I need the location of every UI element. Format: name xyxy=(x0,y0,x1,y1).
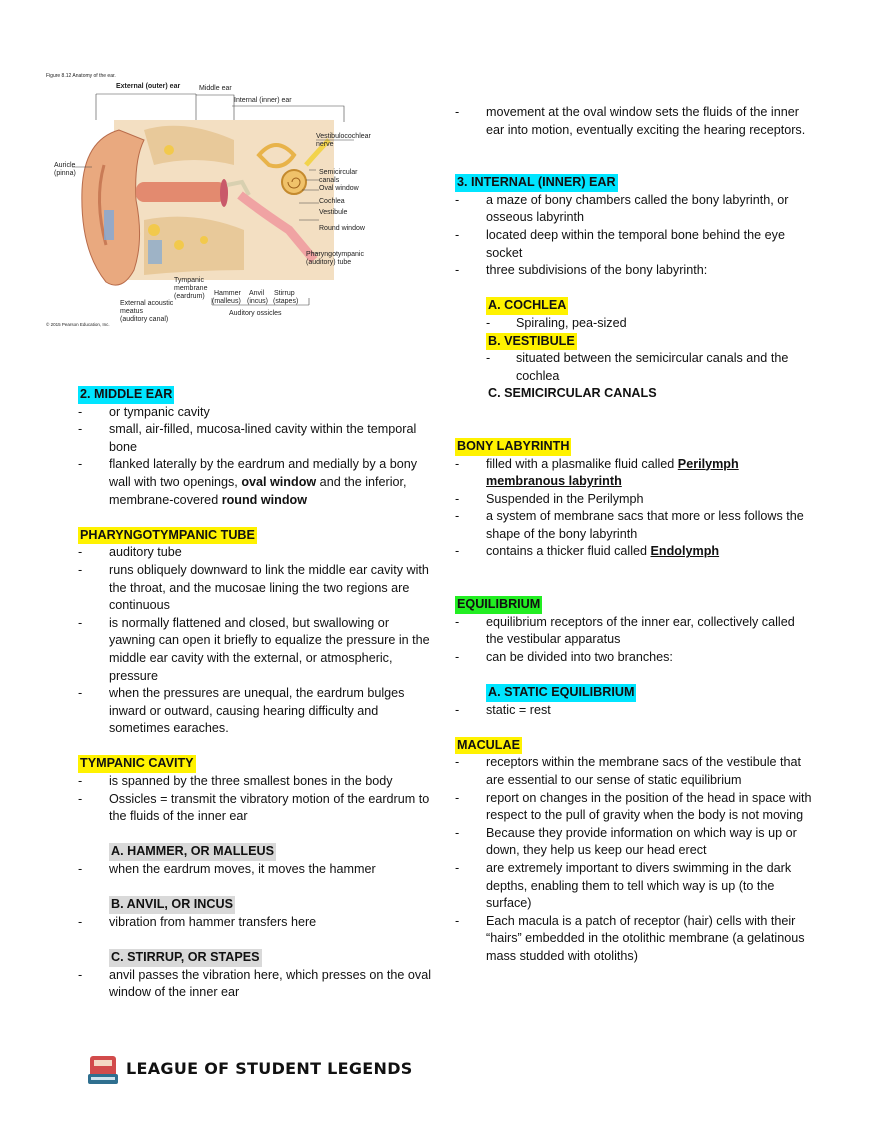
league-logo: LEAGUE OF STUDENT LEGENDS xyxy=(86,1050,412,1088)
text: flanked laterally by the eardrum and med… xyxy=(109,457,418,489)
list-item: are extremely important to divers swimmi… xyxy=(455,860,815,913)
heading-hammer: A. HAMMER, OR MALLEUS xyxy=(109,843,277,862)
heading-pharyngotympanic: PHARYNGOTYMPANIC TUBE xyxy=(78,526,257,545)
section-equilibrium: EQUILIBRIUM equilibrium receptors of the… xyxy=(455,596,815,719)
heading-tympanic-cavity: TYMPANIC CAVITY xyxy=(78,755,196,774)
list-item: a system of membrane sacs that more or l… xyxy=(455,508,815,543)
list-item: small, air-filled, mucosa-lined cavity w… xyxy=(78,421,438,456)
label-internal-ear: Internal (inner) ear xyxy=(234,97,292,104)
section-middle-ear: 2. MIDDLE EAR or tympanic cavity small, … xyxy=(78,386,438,509)
heading-stirrup: C. STIRRUP, OR STAPES xyxy=(109,949,262,967)
heading-semicircular: C. SEMICIRCULAR CANALS xyxy=(488,386,657,401)
section-pharyngotympanic: PHARYNGOTYMPANIC TUBE auditory tube runs… xyxy=(78,526,438,738)
list-item: is spanned by the three smallest bones i… xyxy=(78,773,438,791)
list-item: runs obliquely downward to link the midd… xyxy=(78,562,438,615)
list-item: anvil passes the vibration here, which p… xyxy=(78,967,438,1002)
label-hammer: Hammer(malleus) xyxy=(212,290,242,305)
ear-anatomy-figure: Figure 8.12 Anatomy of the ear. External… xyxy=(46,73,372,327)
right-column: movement at the oval window sets the flu… xyxy=(455,104,815,966)
label-middle-ear: Middle ear xyxy=(199,85,232,92)
heading-middle-ear: 2. MIDDLE EAR xyxy=(78,386,175,404)
list-item: Ossicles = transmit the vibratory motion… xyxy=(78,791,438,826)
bold-perilymph: Perilymph xyxy=(677,456,739,471)
list-item: when the eardrum moves, it moves the ham… xyxy=(78,861,438,879)
section-maculae: MACULAE receptors within the membrane sa… xyxy=(455,736,815,966)
list-item: receptors within the membrane sacs of th… xyxy=(455,754,815,789)
list-item: equilibrium receptors of the inner ear, … xyxy=(455,614,815,649)
list-item: is normally flattened and closed, but sw… xyxy=(78,615,438,685)
heading-equilibrium: EQUILIBRIUM xyxy=(455,596,543,614)
text: contains a thicker fluid called xyxy=(486,544,651,559)
left-column: 2. MIDDLE EAR or tympanic cavity small, … xyxy=(78,386,438,1002)
list-item: auditory tube xyxy=(78,544,438,562)
list-item: can be divided into two branches: xyxy=(455,649,815,667)
heading-anvil: B. ANVIL, OR INCUS xyxy=(109,896,235,914)
book-icon xyxy=(88,1056,118,1084)
list-item: static = rest xyxy=(455,702,815,720)
heading-maculae: MACULAE xyxy=(455,736,522,755)
bold-membranous-labyrinth: membranous labyrinth xyxy=(486,474,622,489)
label-round-window: Round window xyxy=(319,225,366,232)
list-item: flanked laterally by the eardrum and med… xyxy=(78,456,438,509)
list-item: Spiraling, pea-sized xyxy=(486,315,815,333)
logo-text: LEAGUE OF STUDENT LEGENDS xyxy=(126,1059,413,1078)
label-auricle: Auricle(pinna) xyxy=(54,162,76,177)
label-pharyngotympanic: Pharyngotympanic(auditory) tube xyxy=(306,251,364,266)
figure-copyright: © 2015 Pearson Education, Inc. xyxy=(46,321,110,327)
list-item: Because they provide information on whic… xyxy=(455,825,815,860)
list-item: report on changes in the position of the… xyxy=(455,790,815,825)
heading-static-equilibrium: A. STATIC EQUILIBRIUM xyxy=(486,684,637,702)
bold-oval-window: oval window xyxy=(241,474,317,489)
list-item: a maze of bony chambers called the bony … xyxy=(455,192,815,227)
label-cochlea: Cochlea xyxy=(319,198,345,205)
section-tympanic-cavity: TYMPANIC CAVITY is spanned by the three … xyxy=(78,755,438,1001)
heading-internal-ear: 3. INTERNAL (INNER) EAR xyxy=(455,174,618,192)
label-vestibule: Vestibule xyxy=(319,209,348,216)
list-item: contains a thicker fluid called Endolymp… xyxy=(455,543,815,561)
section-bony-labyrinth: BONY LABYRINTH filled with a plasmalike … xyxy=(455,437,815,561)
list-item: situated between the semicircular canals… xyxy=(486,350,815,385)
ear-illustration xyxy=(81,120,334,286)
list-item: vibration from hammer transfers here xyxy=(78,914,438,932)
list-item: Each macula is a patch of receptor (hair… xyxy=(455,913,815,966)
label-external-ear: External (outer) ear xyxy=(116,83,180,90)
section-internal-ear: 3. INTERNAL (INNER) EAR a maze of bony c… xyxy=(455,174,815,403)
figure-caption: Figure 8.12 Anatomy of the ear. xyxy=(46,73,116,79)
label-auditory-ossicles: Auditory ossicles xyxy=(229,310,282,317)
label-anvil: Anvil(incus) xyxy=(247,290,268,305)
list-item: filled with a plasmalike fluid called Pe… xyxy=(455,456,815,491)
list-item: when the pressures are unequal, the eard… xyxy=(78,685,438,738)
heading-cochlea: A. COCHLEA xyxy=(486,297,569,315)
list-item: movement at the oval window sets the flu… xyxy=(455,104,815,139)
text: and the inferior, membrane-covered xyxy=(109,474,407,507)
heading-vestibule: B. VESTIBULE xyxy=(486,332,577,351)
text: filled with a plasmalike fluid called xyxy=(486,456,678,471)
label-oval-window: Oval window xyxy=(319,185,360,192)
label-stirrup: Stirrup(stapes) xyxy=(273,290,298,305)
list-item: three subdivisions of the bony labyrinth… xyxy=(455,262,815,280)
bold-round-window: round window xyxy=(221,492,308,507)
list-item: Suspended in the Perilymph xyxy=(455,491,815,509)
list-item: or tympanic cavity xyxy=(78,404,438,422)
heading-bony-labyrinth: BONY LABYRINTH xyxy=(455,437,572,456)
bold-endolymph: Endolymph xyxy=(650,544,720,559)
list-item: located deep within the temporal bone be… xyxy=(455,227,815,262)
